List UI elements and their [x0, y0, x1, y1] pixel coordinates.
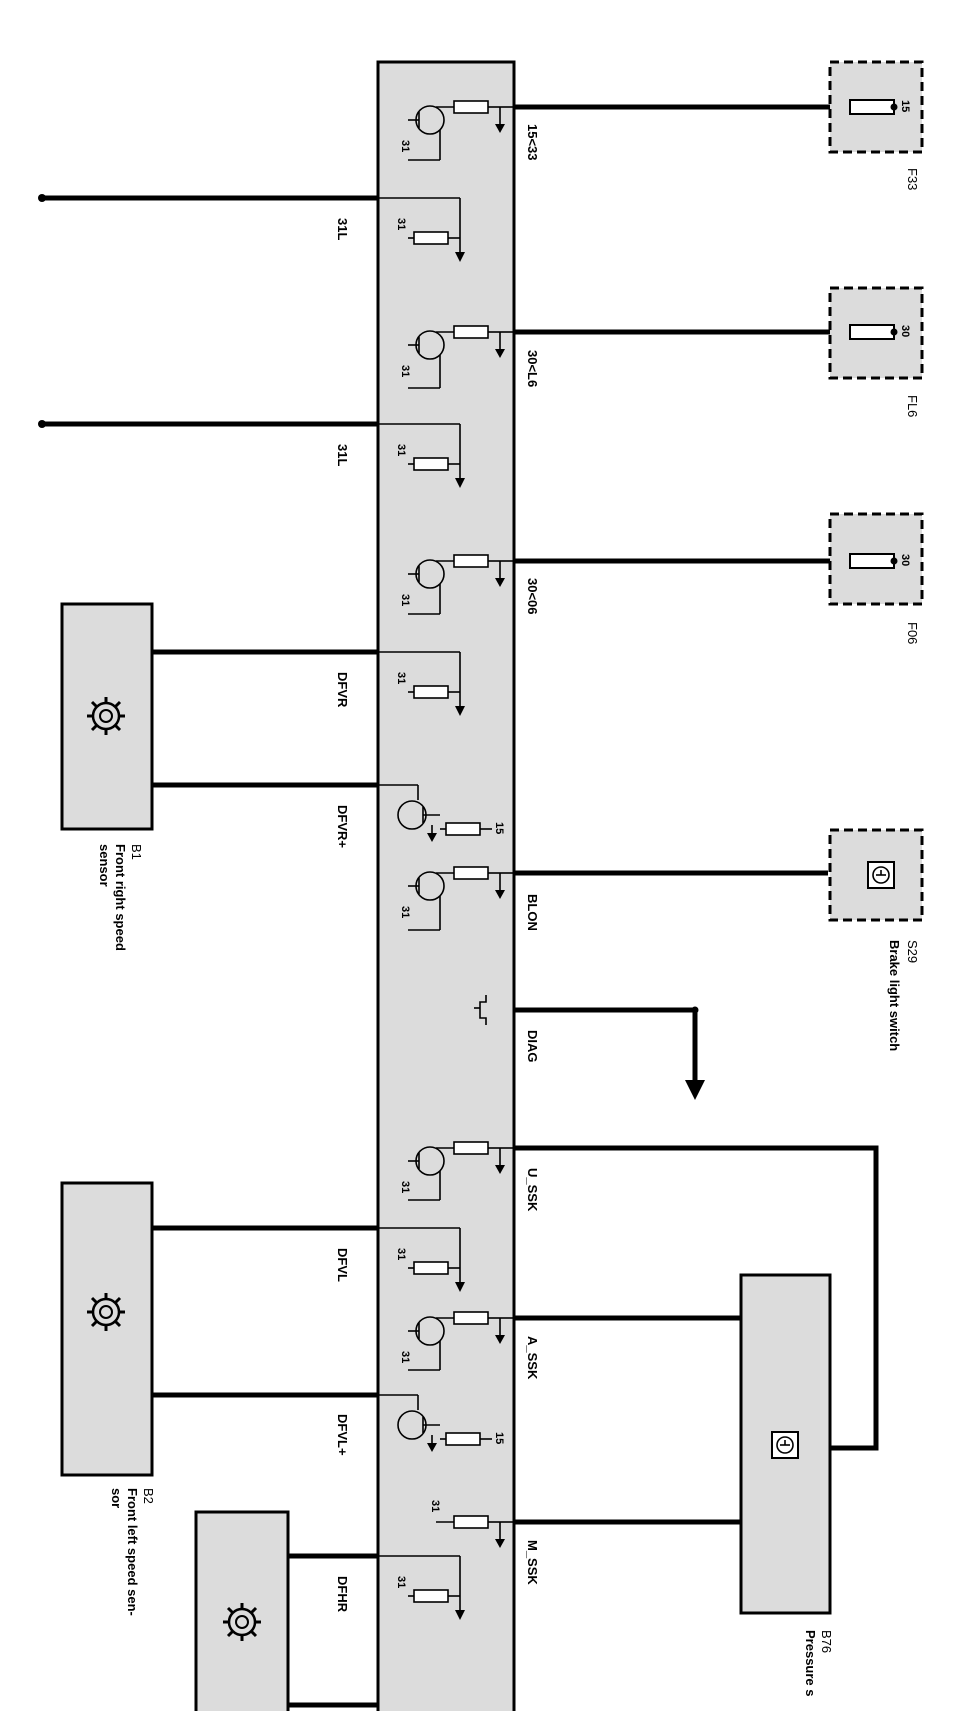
internal-stage-dfvr	[378, 651, 465, 716]
fuse-id-label: F33	[905, 168, 920, 190]
arrow-down-icon	[685, 1080, 705, 1100]
internal-stage-30-06	[408, 554, 514, 615]
sensor-name-line2: sor	[109, 1488, 124, 1508]
fuse-f06: 30 F06	[828, 512, 924, 644]
terminal-31-label: 31	[399, 365, 411, 377]
wire-u-ssk	[514, 1145, 879, 1451]
terminal-31-label: 31	[395, 444, 407, 456]
signal-label-dfvl-plus: DFVL+	[335, 1414, 350, 1456]
internal-stage-dfvr-plus	[378, 784, 492, 842]
gear-icon	[223, 1603, 261, 1641]
resistor-icon	[453, 325, 489, 339]
fuse-id-label: FL6	[905, 395, 920, 417]
sensor-name-label: Pressure s	[803, 1630, 818, 1697]
terminal-31-label: 31	[429, 1500, 441, 1512]
signal-label-dfhr: DFHR	[335, 1576, 350, 1613]
signal-label-dfvr: DFVR	[335, 672, 350, 708]
internal-stage-31l-b	[378, 423, 465, 488]
resistor-icon	[413, 1589, 449, 1603]
fuse-icon	[849, 553, 895, 569]
internal-stage-dfhr	[378, 1555, 465, 1620]
fuse-terminal-label: 15	[899, 100, 911, 112]
switch-id-label: S29	[905, 940, 920, 963]
resistor-icon	[453, 100, 489, 114]
terminal-31-label: 31	[395, 672, 407, 684]
terminal-31-label: 31	[399, 1351, 411, 1363]
signal-label-15-33: 15<33	[525, 124, 540, 161]
sensor-name-line1: Front right speed	[113, 844, 128, 951]
signal-label-dfvl: DFVL	[335, 1248, 350, 1282]
ground-31l-b	[38, 420, 46, 428]
internal-stage-15-33	[408, 100, 514, 161]
signal-label-31l-a: 31L	[335, 218, 350, 240]
terminal-31-label: 31	[399, 140, 411, 152]
fuse-icon	[849, 99, 895, 115]
sensor-b1: B1 Front right speed sensor	[60, 602, 154, 951]
diag-junction	[691, 1006, 699, 1014]
sensor-id-label: B1	[129, 844, 144, 860]
sensor-b76: B76 Pressure s	[739, 1273, 834, 1697]
sensor-name-line1: Front left speed sen-	[125, 1488, 140, 1616]
switch-name-label: Brake light switch	[887, 940, 902, 1051]
fuse-f33: 15 F33	[828, 60, 924, 190]
resistor-icon	[453, 554, 489, 568]
resistor-icon	[445, 822, 481, 836]
signal-label-30-l6: 30<L6	[525, 350, 540, 387]
terminal-31-label: 31	[399, 594, 411, 606]
sensor-front-hr	[194, 1510, 290, 1711]
signal-label-a-ssk: A_SSK	[525, 1336, 540, 1380]
resistor-icon	[453, 1141, 489, 1155]
resistor-icon	[453, 1515, 489, 1529]
terminal-31-label: 31	[395, 1576, 407, 1588]
signal-label-31l-b: 31L	[335, 444, 350, 466]
signal-label-dfvr-plus: DFVR+	[335, 805, 350, 848]
resistor-icon	[413, 1261, 449, 1275]
switch-s29: S29 Brake light switch	[828, 828, 924, 1051]
terminal-31-label: 31	[399, 906, 411, 918]
gear-icon	[87, 697, 125, 735]
signal-label-blon: BLON	[525, 894, 540, 931]
signal-label-diag: DIAG	[525, 1030, 540, 1063]
resistor-icon	[453, 1311, 489, 1325]
internal-stage-m-ssk	[436, 1515, 514, 1548]
resistor-icon	[445, 1432, 481, 1446]
internal-stage-30-l6	[408, 325, 514, 389]
internal-stage-blon	[408, 866, 514, 931]
internal-stage-u-ssk	[408, 1141, 514, 1201]
terminal-15-label: 15	[493, 1432, 505, 1444]
terminal-31-label: 31	[395, 1248, 407, 1260]
control-unit	[376, 60, 516, 1711]
fuse-terminal-label: 30	[899, 554, 911, 566]
signal-label-30-06: 30<06	[525, 578, 540, 615]
terminal-31-label: 31	[395, 218, 407, 230]
fuse-icon	[849, 324, 895, 340]
internal-stage-31l-a	[378, 197, 465, 262]
sensor-id-label: B76	[819, 1630, 834, 1653]
terminal-31-label: 31	[399, 1181, 411, 1193]
fuse-terminal-label: 30	[899, 325, 911, 337]
signal-label-m-ssk: M_SSK	[525, 1540, 540, 1585]
pulse-icon	[474, 995, 487, 1025]
sensor-name-line2: sensor	[97, 844, 112, 887]
internal-stage-dfvl	[378, 1227, 465, 1292]
sensor-b2: B2 Front left speed sen- sor	[60, 1181, 156, 1616]
resistor-icon	[453, 866, 489, 880]
terminal-15-label: 15	[493, 822, 505, 834]
gear-icon	[87, 1293, 125, 1331]
sensor-id-label: B2	[141, 1488, 156, 1504]
internal-stage-dfvl-plus	[378, 1394, 492, 1452]
resistor-icon	[413, 457, 449, 471]
signal-label-u-ssk: U_SSK	[525, 1168, 540, 1212]
fuse-id-label: F06	[905, 622, 920, 644]
fuse-fl6: 30 FL6	[828, 286, 924, 417]
resistor-icon	[413, 231, 449, 245]
internal-stage-a-ssk	[408, 1311, 514, 1371]
resistor-icon	[413, 685, 449, 699]
ground-31l-a	[38, 194, 46, 202]
